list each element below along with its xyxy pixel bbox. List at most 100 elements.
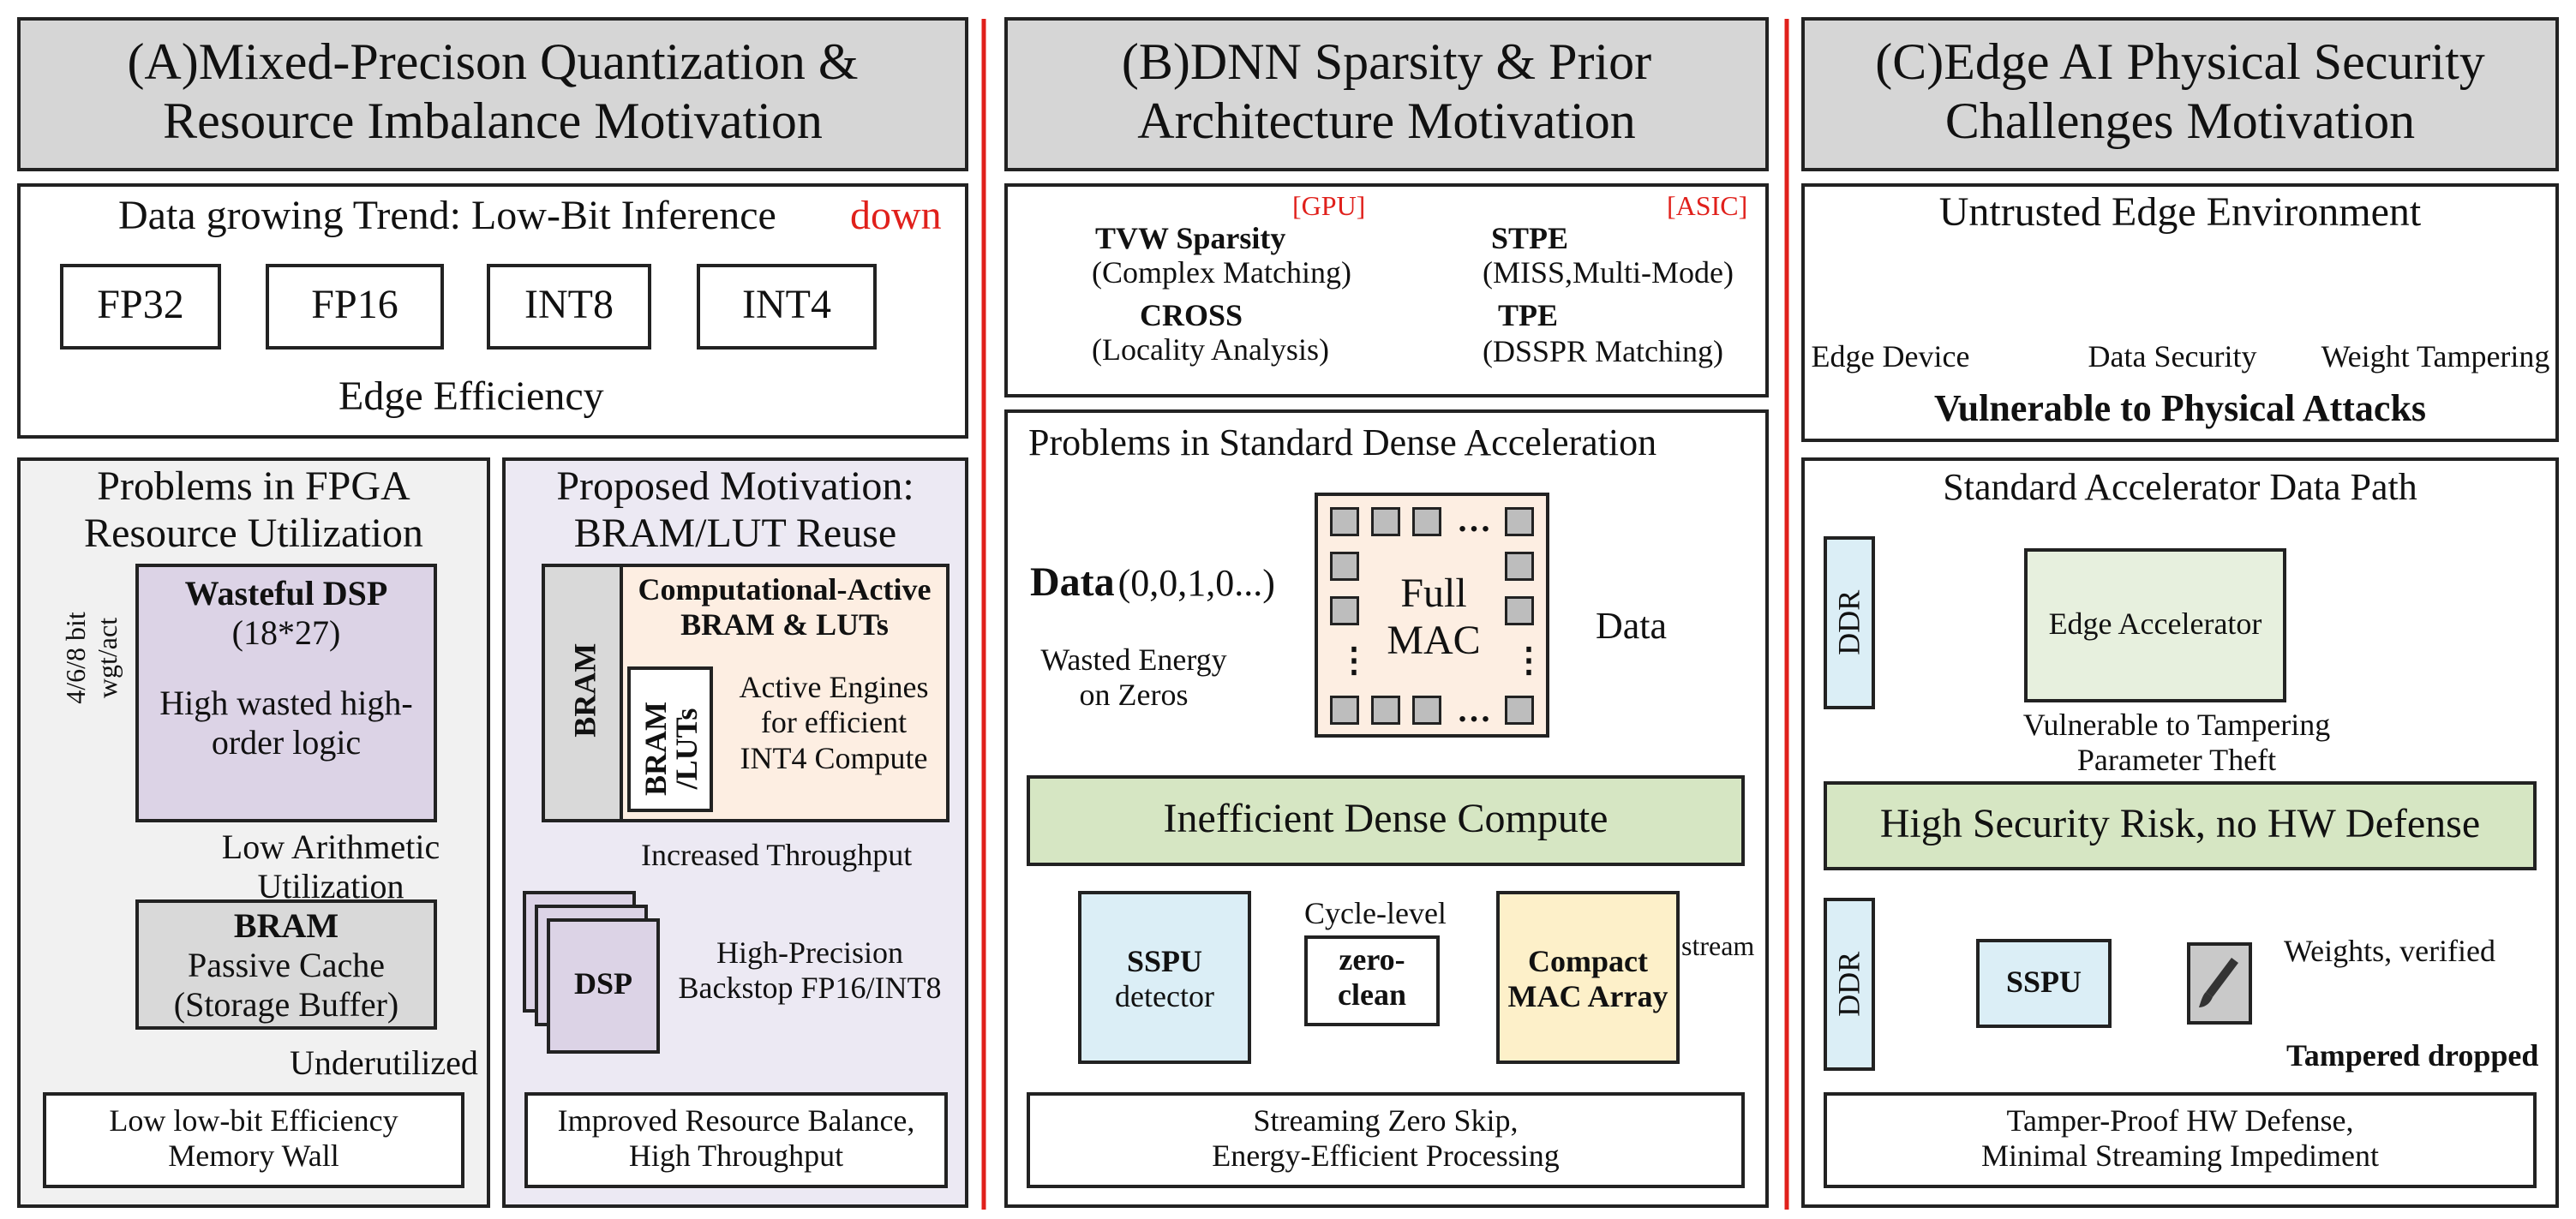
prior-architectures-box xyxy=(1004,183,1769,397)
edge-accelerator-label: Edge Accelerator xyxy=(2048,607,2262,641)
proposed-footer-box xyxy=(524,1092,948,1188)
format-int8-label: INT8 xyxy=(524,282,614,327)
mac-cell xyxy=(1330,596,1359,625)
ddr-label: DDR xyxy=(1831,589,1866,655)
mac-vdots-right: ⋮ xyxy=(1512,641,1546,679)
security-footer-box xyxy=(1824,1092,2537,1188)
mac-dots-bottom: … xyxy=(1457,690,1491,729)
format-fp16 xyxy=(266,264,444,350)
full-mac-label: Full MAC xyxy=(1387,571,1481,664)
cross-title: CROSS xyxy=(1140,298,1243,332)
mac-cell xyxy=(1505,552,1534,581)
tpe-desc: (DSSPR Matching) xyxy=(1483,334,1724,368)
vulnerable-label: Vulnerable to Physical Attacks xyxy=(1933,387,2427,429)
high-precision-text: High-Precision Backstop FP16/INT8 xyxy=(678,935,942,1006)
underutilized-label: Underutilized xyxy=(290,1043,478,1082)
data-output-label: Data xyxy=(1596,605,1668,647)
mac-cell xyxy=(1505,596,1534,625)
format-int4-label: INT4 xyxy=(742,282,831,327)
ddr-block-2 xyxy=(1824,898,1875,1071)
mac-cell xyxy=(1330,696,1359,725)
panel-a-header xyxy=(17,17,968,171)
tvw-title: TVW Sparsity xyxy=(1095,221,1286,255)
low-arith-label: Low Arithmetic Utilization xyxy=(221,828,440,905)
fpga-footer-box xyxy=(43,1092,464,1188)
wasted-energy-label: Wasted Energy on Zeros xyxy=(1040,642,1227,713)
format-fp16-label: FP16 xyxy=(311,282,398,327)
stream-label: stream xyxy=(1681,930,1755,961)
dense-footer-text: Streaming Zero Skip, Energy-Efficient Pr… xyxy=(1212,1103,1560,1174)
untrusted-title: Untrusted Edge Environment xyxy=(1938,189,2422,235)
wasteful-dsp-text: Wasteful DSP (18*27) High wasted high- o… xyxy=(159,574,413,762)
bram-luts-block xyxy=(627,666,713,812)
mac-cell xyxy=(1412,507,1441,536)
computational-active-title: Computational-Active BRAM & LUTs xyxy=(638,572,932,642)
increased-throughput-label: Increased Throughput xyxy=(641,838,913,872)
mac-cell xyxy=(1330,552,1359,581)
data-input-label: Data (0,0,1,0...) xyxy=(1030,559,1275,605)
high-risk-bar xyxy=(1824,781,2537,870)
active-engines-text: Active Engines for efficient INT4 Comput… xyxy=(739,670,929,775)
format-int4 xyxy=(697,264,877,350)
brush-icon xyxy=(2199,958,2238,1007)
compact-mac-text: Compact MAC Array xyxy=(1507,944,1668,1014)
bram-passive-block xyxy=(135,899,437,1030)
sspu-block xyxy=(1976,939,2112,1028)
dense-title: Problems in Standard Dense Acceleration xyxy=(1028,421,1657,463)
weight-tampering-label: Weight Tampering xyxy=(2321,339,2550,373)
mac-dots-top: … xyxy=(1457,500,1491,539)
mac-cell xyxy=(1505,507,1534,536)
mac-vdots-left: ⋮ xyxy=(1337,641,1371,679)
mac-cell xyxy=(1371,507,1400,536)
tpe-title: TPE xyxy=(1498,298,1559,332)
edge-accelerator-block xyxy=(2024,548,2286,702)
high-risk-label: High Security Risk, no HW Defense xyxy=(1879,801,2481,846)
bram-column-label: BRAM xyxy=(567,642,602,738)
proposed-title: Proposed Motivation: BRAM/LUT Reuse xyxy=(556,463,914,557)
trend-title: Data growing Trend: Low-Bit Inference xyxy=(118,193,776,238)
tampered-dropped-label: Tampered dropped xyxy=(2286,1038,2539,1073)
panel-b-header xyxy=(1004,17,1769,171)
sspu-label: SSPU xyxy=(2005,965,2082,999)
sspu-detector-block xyxy=(1078,891,1251,1064)
inefficient-label: Inefficient Dense Compute xyxy=(1163,796,1609,841)
stpe-desc: (MISS,Multi-Mode) xyxy=(1483,255,1734,290)
dsp-stack-front xyxy=(547,918,660,1054)
zero-clean-block xyxy=(1304,935,1440,1026)
mac-cell xyxy=(1505,696,1534,725)
sspu-detector-text: SSPU detector xyxy=(1115,944,1214,1014)
cycle-level-label: Cycle-level xyxy=(1304,896,1447,930)
format-fp32 xyxy=(60,264,221,350)
data-security-label: Data Security xyxy=(2088,339,2257,373)
security-footer-text: Tamper-Proof HW Defense, Minimal Streami… xyxy=(1981,1103,2379,1174)
ddr-label-2: DDR xyxy=(1831,951,1866,1017)
panel-a-title: (A)Mixed-Precison Quantization & Resourc… xyxy=(127,33,859,149)
tvw-desc: (Complex Matching) xyxy=(1092,255,1351,290)
stpe-title: STPE xyxy=(1491,221,1569,255)
vulnerable-tampering-text: Vulnerable to Tampering Parameter Theft xyxy=(2022,708,2331,778)
inefficient-bar xyxy=(1027,775,1745,866)
compact-mac-block xyxy=(1496,891,1680,1064)
dsp-stack-label: DSP xyxy=(573,966,632,1001)
bitwidth-label: 4/6/8 bit wgt/act xyxy=(60,612,123,704)
zero-clean-text: zero- clean xyxy=(1338,942,1406,1013)
gpu-tag: [GPU] xyxy=(1292,190,1366,221)
edge-device-label: Edge Device xyxy=(1811,339,1970,373)
wasteful-dsp-block xyxy=(135,564,437,822)
panel-c-header xyxy=(1801,17,2559,171)
format-int8 xyxy=(487,264,651,350)
bram-luts-label: BRAM /LUTs xyxy=(638,702,704,796)
mac-cell xyxy=(1330,507,1359,536)
fpga-problems-title: Problems in FPGA Resource Utilization xyxy=(84,463,423,557)
fpga-footer-text: Low low-bit Efficiency Memory Wall xyxy=(109,1103,398,1174)
panel-b-title: (B)DNN Sparsity & Prior Architecture Mot… xyxy=(1121,33,1652,149)
proposed-footer-text: Improved Resource Balance, High Throughp… xyxy=(557,1103,915,1174)
datapath-title: Standard Accelerator Data Path xyxy=(1943,466,2417,508)
mac-cell xyxy=(1371,696,1400,725)
format-fp32-label: FP32 xyxy=(97,282,184,327)
mac-cell xyxy=(1412,696,1441,725)
down-label: down xyxy=(850,193,942,238)
panel-c-title: (C)Edge AI Physical Security Challenges … xyxy=(1875,33,2485,149)
weights-verified-label: Weights, verified xyxy=(2284,934,2496,968)
chip-text: CHIP xyxy=(1845,262,1893,284)
